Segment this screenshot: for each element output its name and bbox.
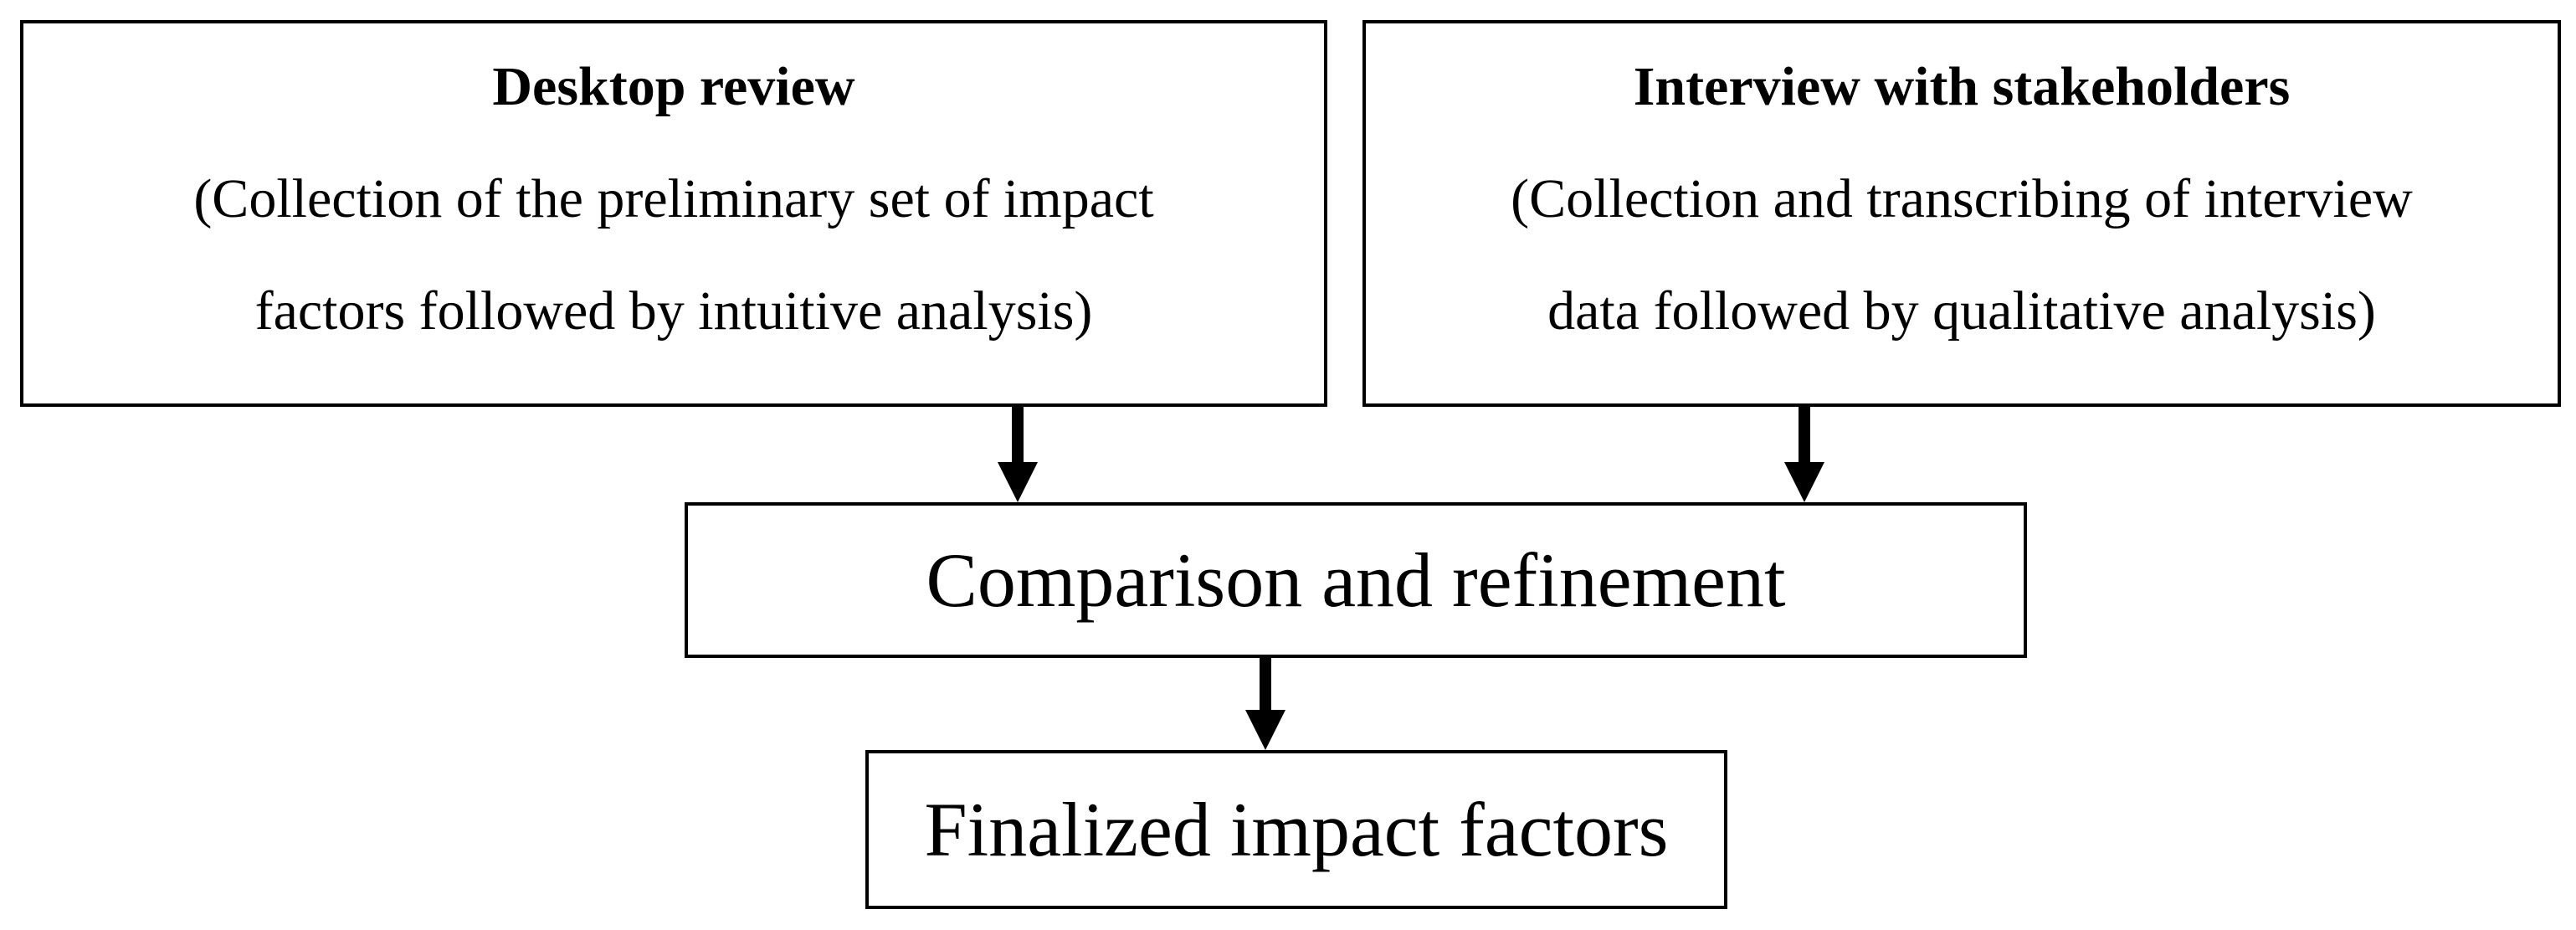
arrow-comparison-to-finalized: [1245, 658, 1285, 750]
interview-box: Interview with stakeholders (Collection …: [1362, 20, 2561, 407]
interview-desc-line1: (Collection and transcribing of intervie…: [1511, 168, 2413, 229]
desktop-review-box: Desktop review (Collection of the prelim…: [20, 20, 1327, 407]
comparison-label: Comparison and refinement: [926, 537, 1786, 623]
interview-title: Interview with stakeholders: [1633, 56, 2291, 117]
arrow-desktop-to-comparison: [998, 407, 1038, 502]
finalized-label: Finalized impact factors: [924, 787, 1669, 872]
desktop-review-title: Desktop review: [492, 56, 855, 117]
desktop-review-desc-line2: factors followed by intuitive analysis): [254, 280, 1093, 342]
interview-desc-line2: data followed by qualitative analysis): [1547, 280, 2376, 342]
finalized-box: Finalized impact factors: [865, 750, 1727, 909]
comparison-box: Comparison and refinement: [685, 502, 2027, 658]
desktop-review-desc-line1: (Collection of the preliminary set of im…: [193, 168, 1154, 229]
arrow-interview-to-comparison: [1784, 407, 1824, 502]
